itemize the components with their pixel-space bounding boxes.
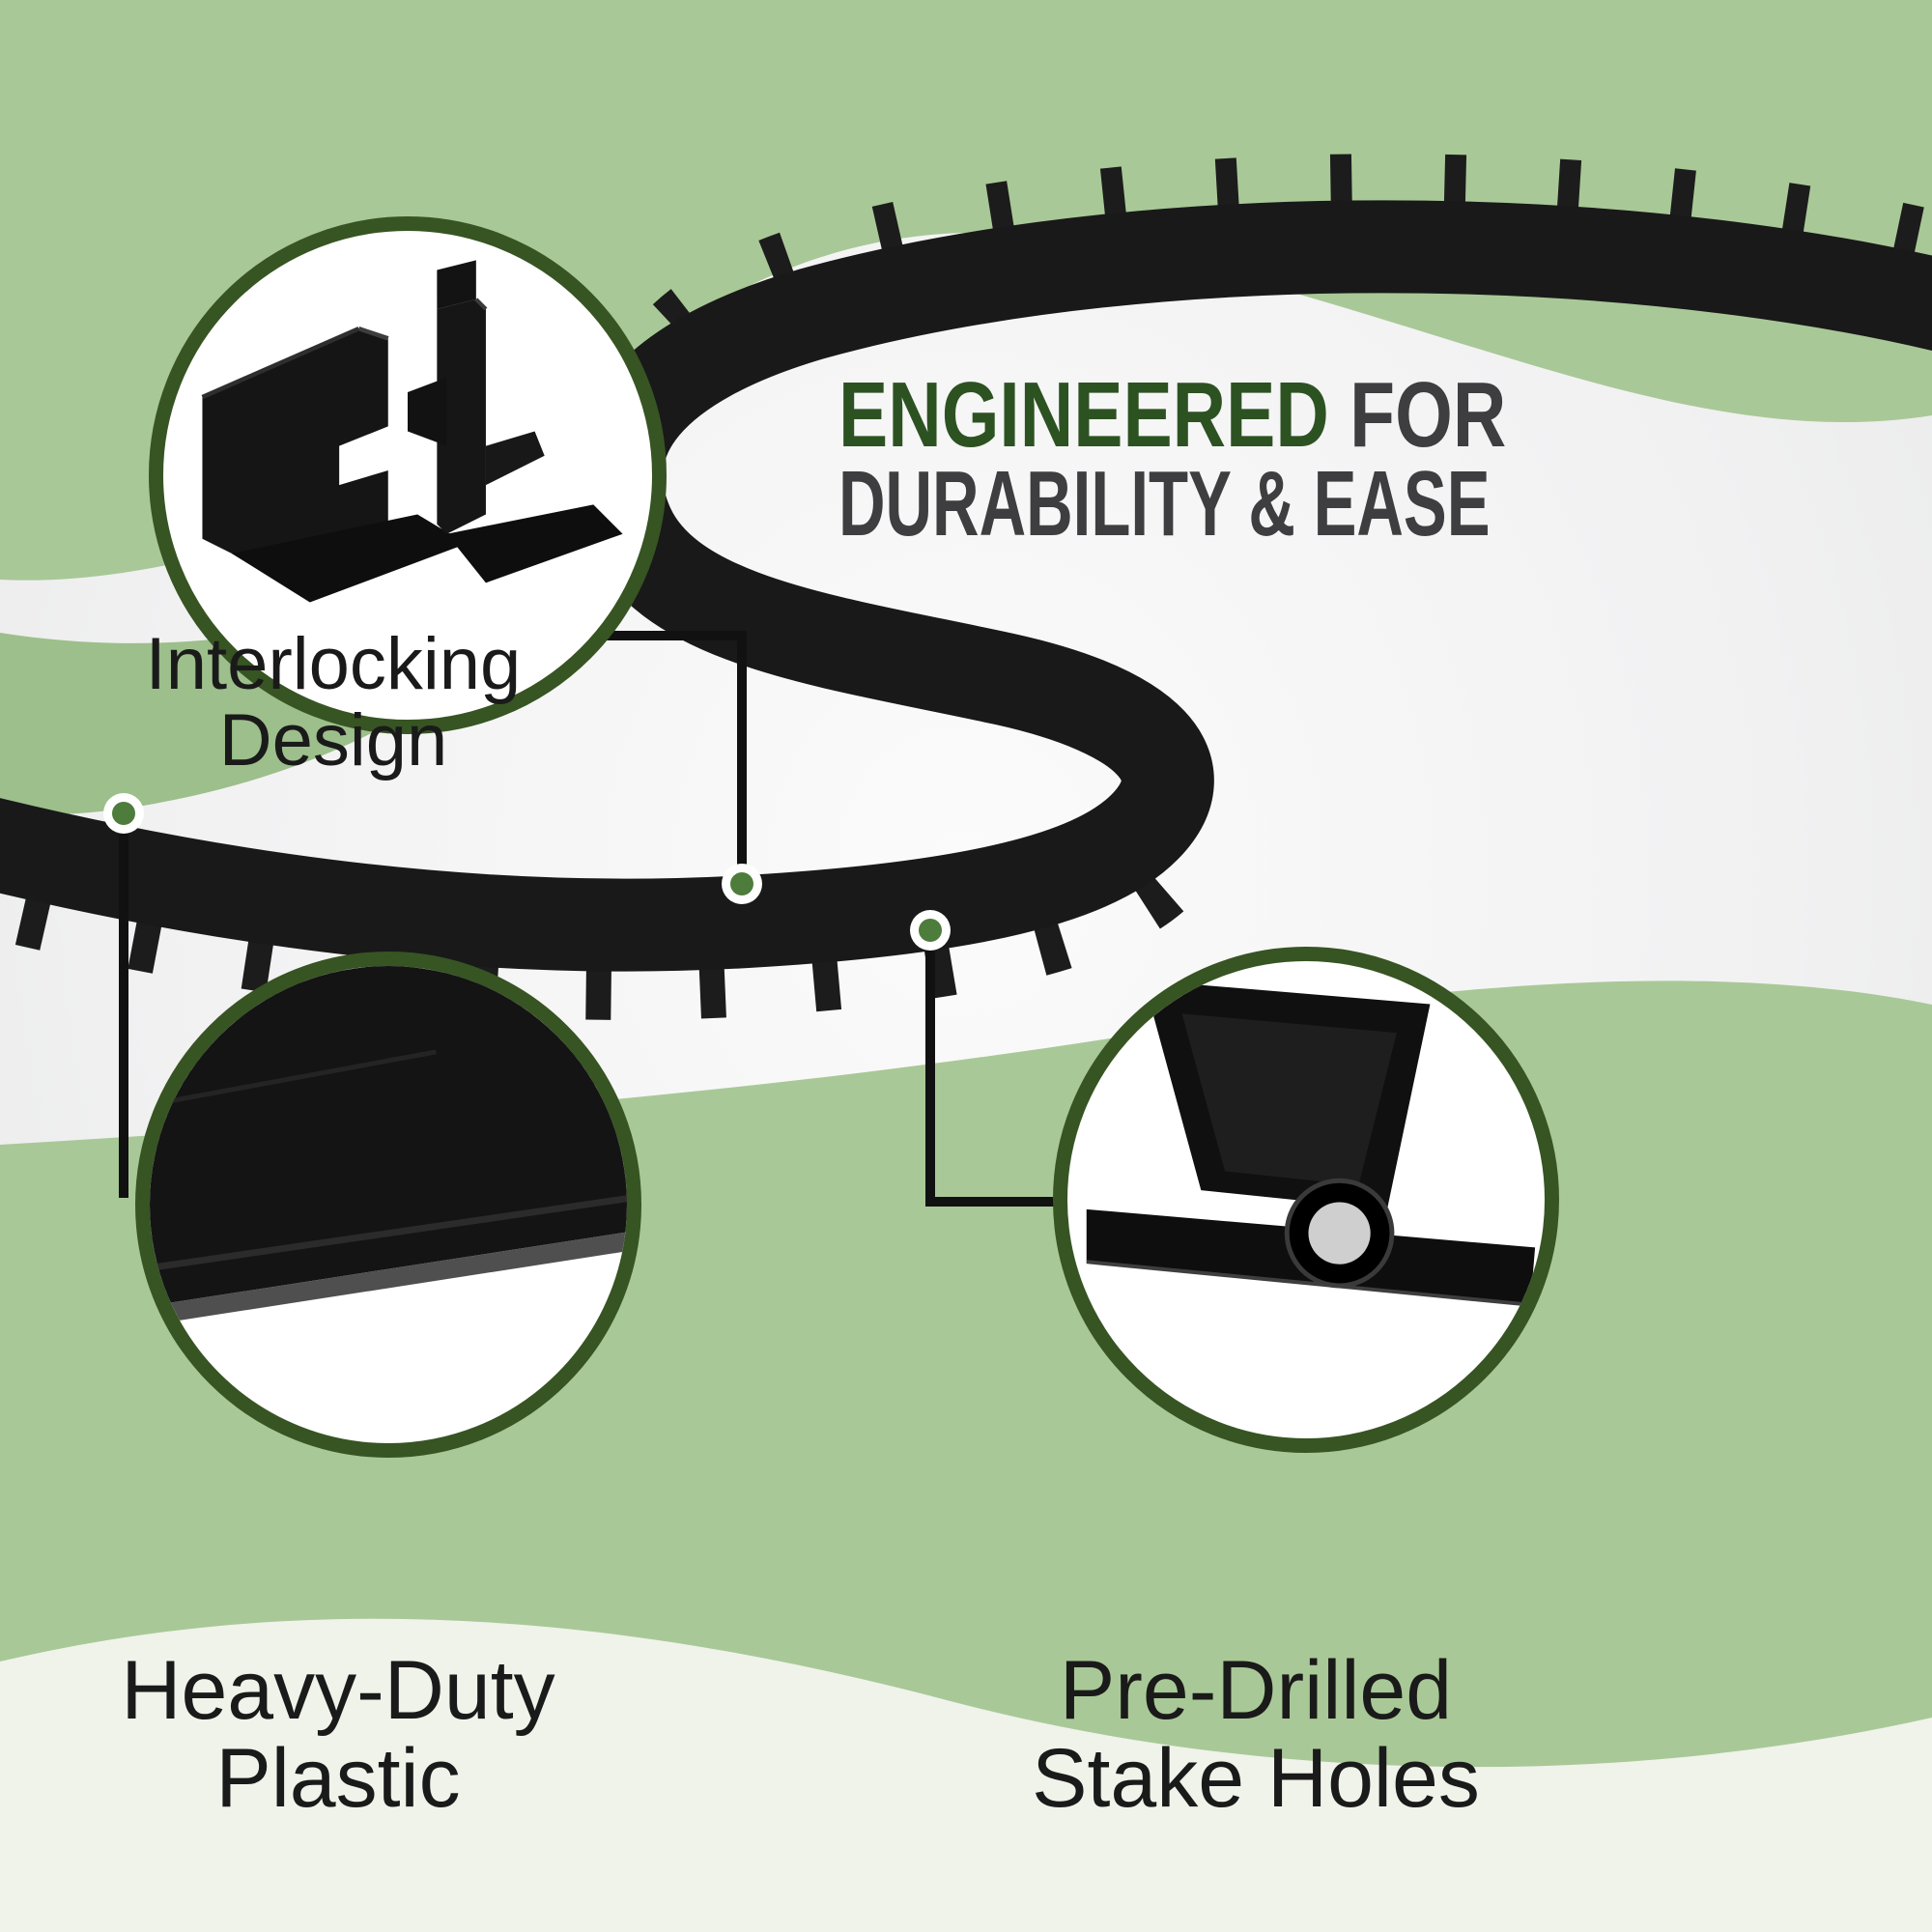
- stake-hole-image: [1086, 980, 1536, 1307]
- headline-green-text: ENGINEERED: [838, 363, 1329, 467]
- label-line: Heavy-Duty: [121, 1644, 555, 1737]
- stake-holes-closeup-circle: [1053, 947, 1559, 1453]
- callout-label-stake-holes: Pre-Drilled Stake Holes: [918, 1644, 1594, 1826]
- headline-line-2: DURABILITY & EASE: [838, 452, 1491, 555]
- label-line: Pre-Drilled: [1059, 1644, 1453, 1737]
- edging-bottom-stakes: [0, 865, 1184, 1020]
- label-line: Plastic: [215, 1732, 461, 1826]
- bottom-light-wave: [0, 1618, 1932, 1932]
- edging-band: [0, 200, 1932, 972]
- interlocking-connectors-image: [201, 260, 623, 603]
- label-line: Interlocking: [145, 623, 522, 705]
- plastic-edge-image: [150, 966, 627, 1325]
- edging-top-ribs: [598, 154, 1932, 412]
- heavy-duty-plastic-closeup-circle: [135, 952, 641, 1458]
- label-line: Design: [218, 699, 448, 782]
- callout-connector-stake-holes: [925, 949, 1057, 1207]
- callout-label-interlocking: Interlocking Design: [14, 626, 652, 779]
- callout-label-heavy-duty: Heavy-Duty Plastic: [10, 1644, 667, 1826]
- headline: ENGINEERED FOR DURABILITY & EASE: [838, 369, 1770, 551]
- callout-marker-dot: [910, 910, 951, 951]
- callout-marker-dot: [722, 864, 762, 904]
- label-line: Stake Holes: [1032, 1732, 1480, 1826]
- callout-marker-dot: [103, 793, 144, 834]
- headline-dark-text: FOR: [1328, 363, 1507, 467]
- headline-line-1: ENGINEERED FOR: [838, 369, 1583, 462]
